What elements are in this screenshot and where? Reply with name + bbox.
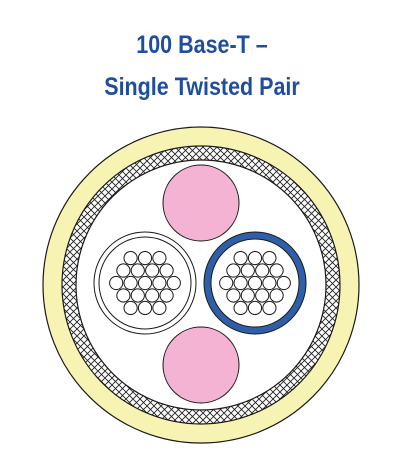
conductor-strand bbox=[247, 275, 263, 291]
conductor-strand bbox=[123, 250, 138, 266]
conductor-strand bbox=[166, 275, 181, 291]
conductor-strand bbox=[137, 300, 153, 316]
conductor-blue bbox=[203, 231, 307, 335]
conductor-strand bbox=[247, 300, 263, 316]
title-line-1: 100 Base-T – bbox=[136, 31, 268, 59]
inner-jacket bbox=[75, 159, 327, 411]
conductor-strand bbox=[233, 250, 248, 266]
title-line-2: Single Twisted Pair bbox=[104, 73, 300, 101]
conductor-strand bbox=[130, 263, 145, 278]
conductor-strand bbox=[269, 288, 284, 303]
conductor-strand bbox=[233, 300, 248, 316]
filler-bottom bbox=[162, 326, 240, 404]
conductor-strand bbox=[240, 263, 255, 278]
conductor-strand bbox=[137, 275, 153, 291]
conductor-strand bbox=[226, 263, 241, 278]
conductor-strand bbox=[226, 288, 241, 303]
conductor-strand bbox=[276, 275, 291, 291]
conductor-strand bbox=[130, 288, 145, 303]
conductor-strand bbox=[145, 288, 160, 303]
conductor-strand bbox=[145, 263, 160, 278]
conductor-strand bbox=[152, 250, 167, 266]
conductor-strand bbox=[159, 288, 174, 303]
conductor-strand bbox=[152, 275, 167, 291]
conductor-strand bbox=[262, 250, 277, 266]
conductor-strand bbox=[159, 263, 174, 278]
conductor-strand bbox=[255, 288, 270, 303]
conductor-strand bbox=[109, 275, 124, 291]
conductor-white bbox=[93, 231, 197, 335]
conductor-strand bbox=[262, 275, 277, 291]
conductor-strand bbox=[137, 250, 153, 266]
conductor-strand bbox=[269, 263, 284, 278]
conductor-strand bbox=[116, 288, 131, 303]
conductor-strand bbox=[233, 275, 248, 291]
filler-top bbox=[162, 164, 240, 242]
conductor-strand bbox=[262, 300, 277, 316]
conductor-strand bbox=[116, 263, 131, 278]
conductor-strand bbox=[123, 275, 138, 291]
conductor-strand bbox=[123, 300, 138, 316]
conductor-strand bbox=[240, 288, 255, 303]
conductor-strand bbox=[255, 263, 270, 278]
conductor-strand bbox=[219, 275, 234, 291]
conductor-strand bbox=[247, 250, 263, 266]
conductor-strand bbox=[152, 300, 167, 316]
